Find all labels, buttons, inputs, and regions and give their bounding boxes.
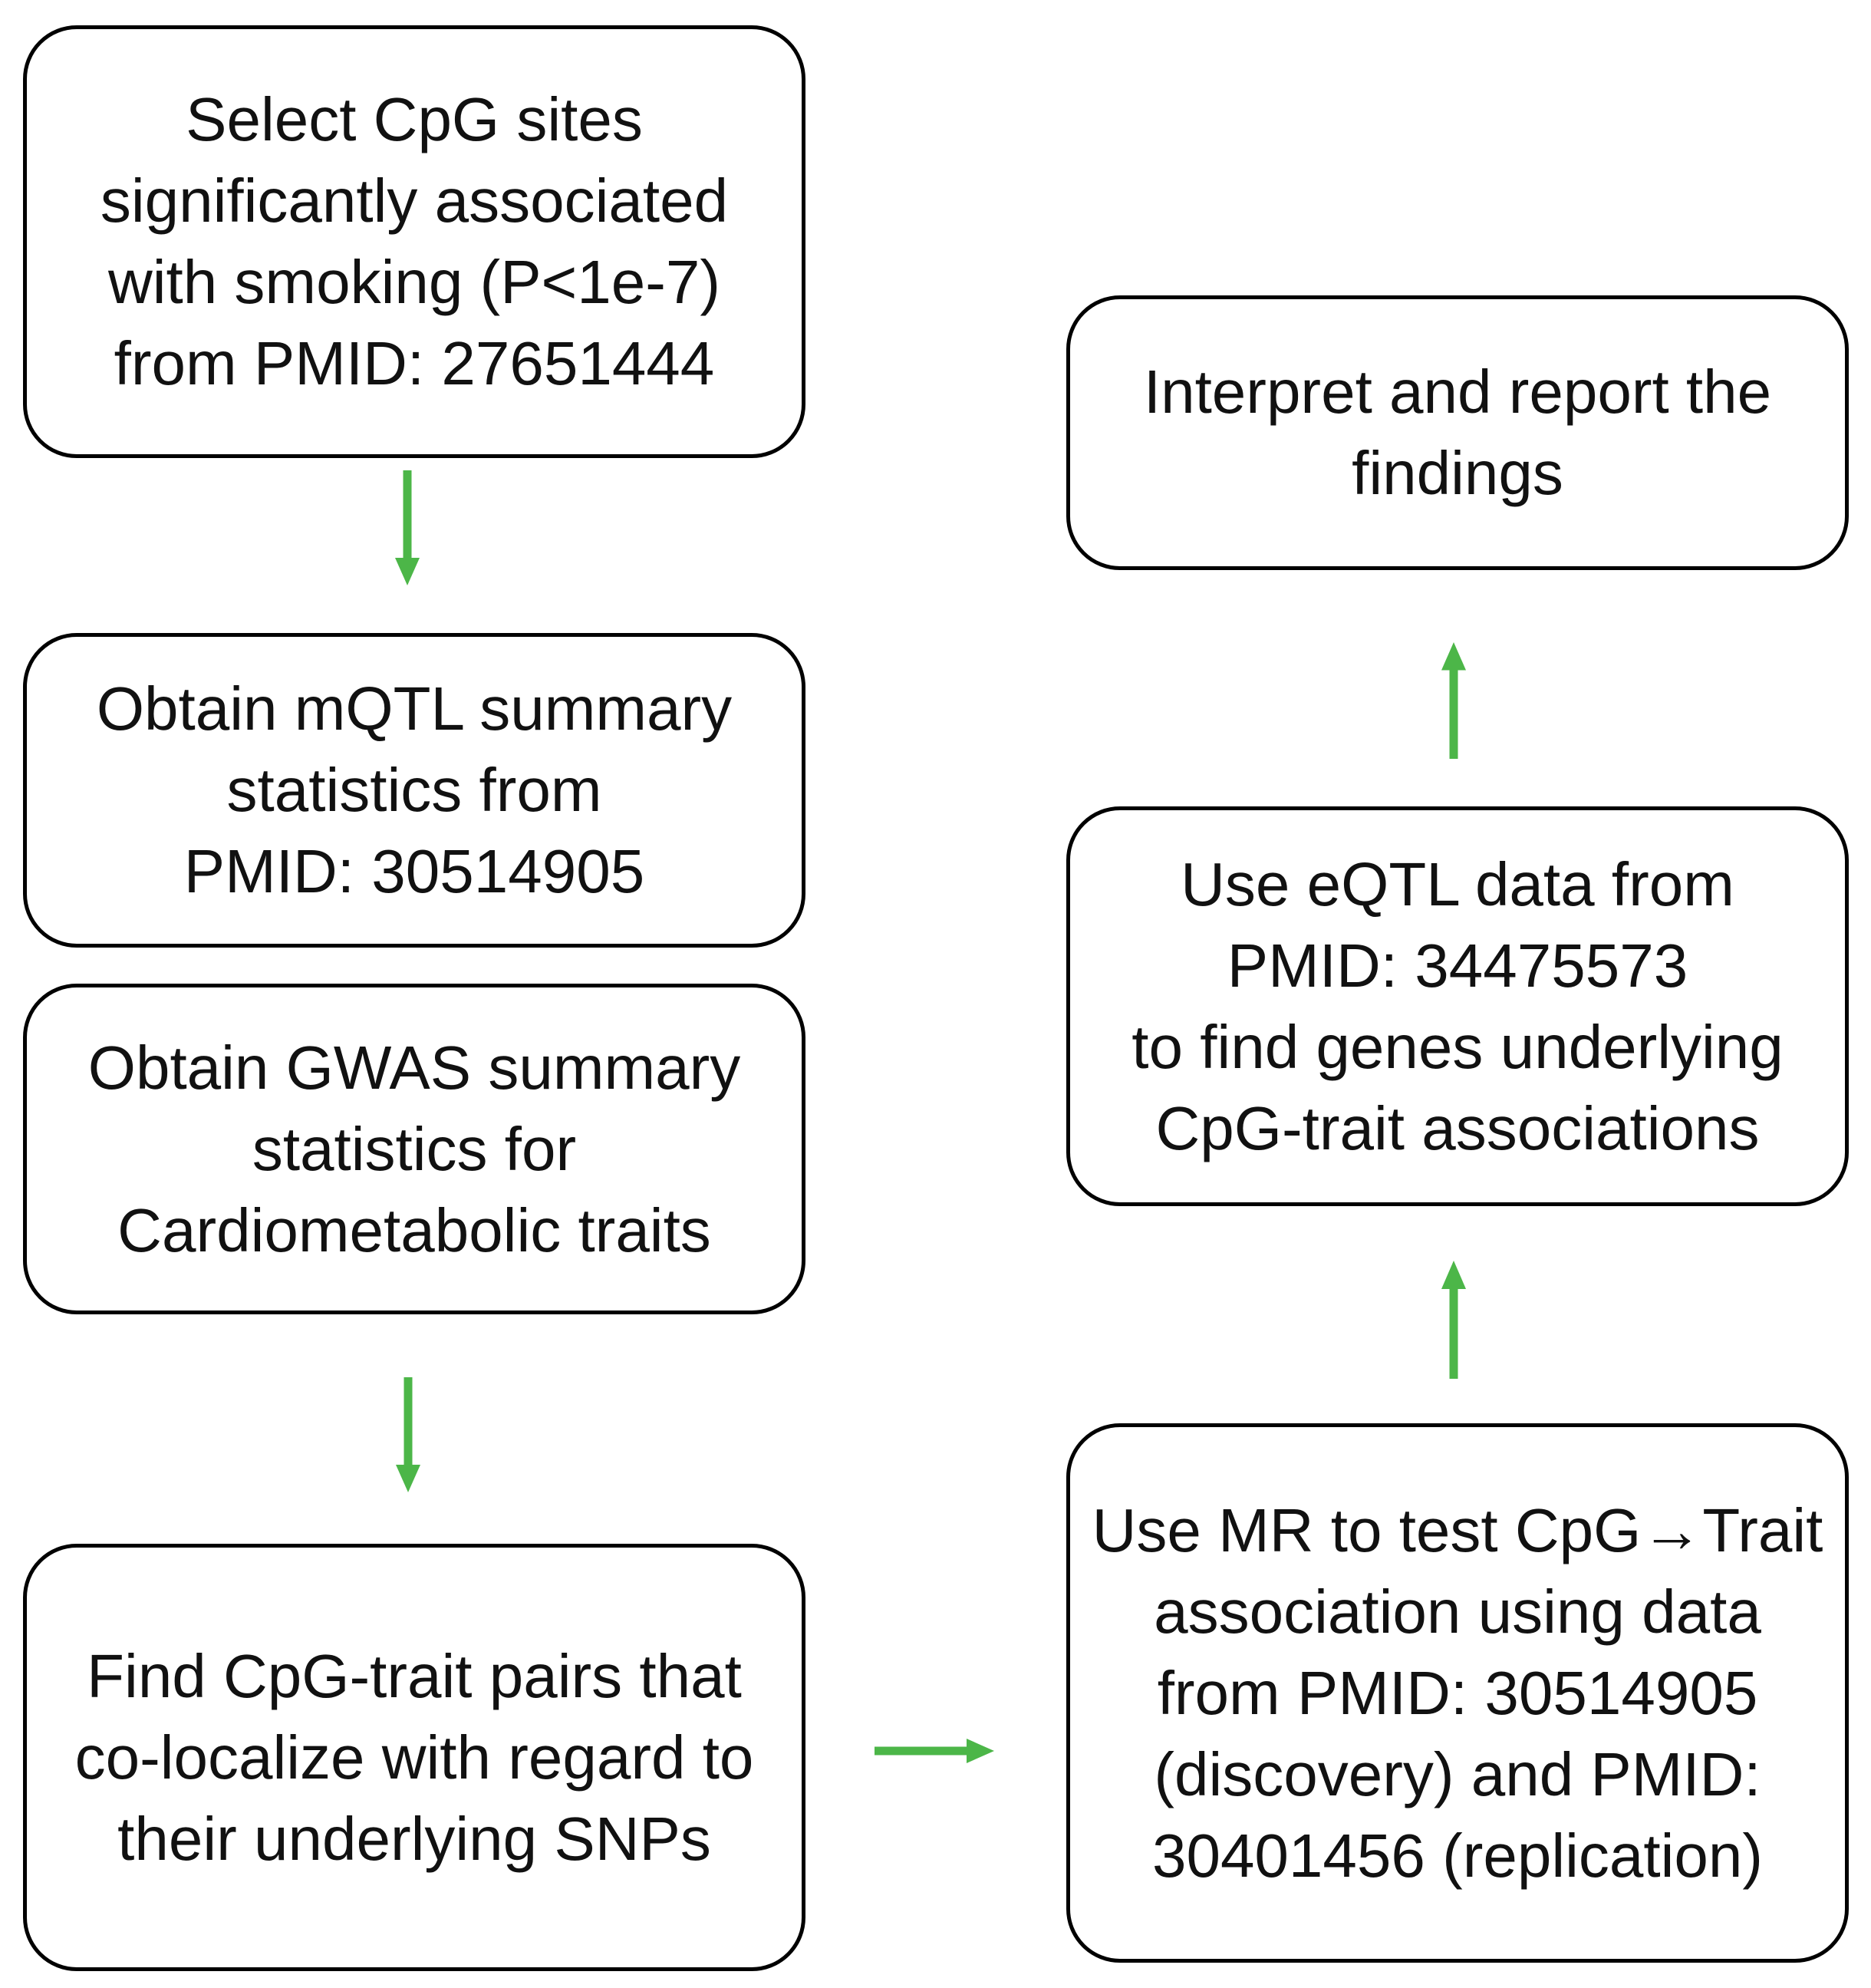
box-use-eqtl-data: Use eQTL data from PMID: 34475573 to fin… — [1066, 806, 1849, 1206]
box-interpret-report-text: Interpret and report the findings — [1143, 358, 1772, 507]
box-find-colocalized-pairs-text: Find CpG-trait pairs that co-localize wi… — [74, 1641, 754, 1873]
flow-arrow-mr-to-eqtl-up-icon — [1441, 1261, 1466, 1379]
flow-arrow-select-to-mqtl-down-icon — [395, 470, 420, 585]
box-use-mr-test: Use MR to test CpG→Trait association usi… — [1066, 1423, 1849, 1963]
box-obtain-mqtl: Obtain mQTL summary statistics from PMID… — [23, 633, 805, 948]
flow-arrow-gwas-to-pairs-down-icon — [396, 1377, 420, 1492]
box-interpret-report: Interpret and report the findings — [1066, 295, 1849, 570]
flow-arrow-pairs-to-mr-right-icon — [875, 1739, 994, 1763]
box-obtain-mqtl-text: Obtain mQTL summary statistics from PMID… — [96, 674, 733, 905]
box-find-colocalized-pairs: Find CpG-trait pairs that co-localize wi… — [23, 1544, 805, 1971]
box-obtain-gwas: Obtain GWAS summary statistics for Cardi… — [23, 984, 805, 1314]
box-select-cpg-sites: Select CpG sites significantly associate… — [23, 25, 805, 458]
box-use-mr-test-text: Use MR to test CpG→Trait association usi… — [1092, 1495, 1823, 1890]
box-use-eqtl-data-text: Use eQTL data from PMID: 34475573 to fin… — [1131, 849, 1784, 1162]
box-obtain-gwas-text: Obtain GWAS summary statistics for Cardi… — [87, 1033, 741, 1264]
box-select-cpg-sites-text: Select CpG sites significantly associate… — [100, 85, 729, 397]
flow-arrow-eqtl-to-interpret-up-icon — [1441, 642, 1466, 759]
